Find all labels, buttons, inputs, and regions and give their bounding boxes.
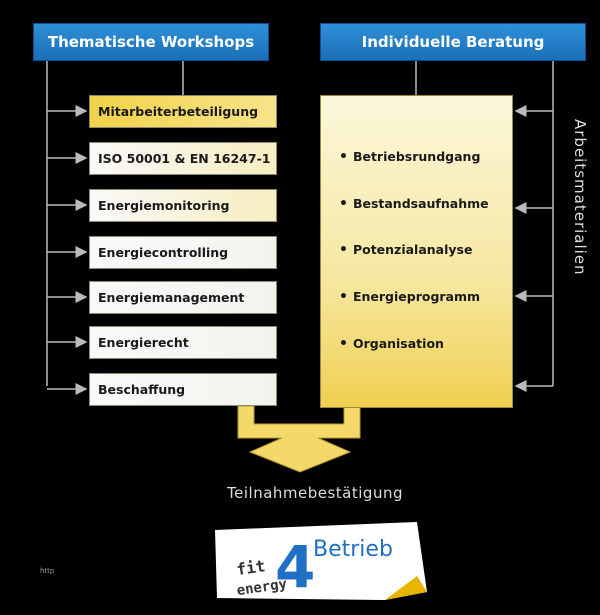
- workshop-item: Mitarbeiterbeteiligung: [89, 95, 277, 128]
- logo-number: 4: [275, 533, 315, 601]
- beratung-feed-line: [510, 56, 554, 386]
- logo-fit: fit: [235, 556, 266, 579]
- workshop-item: Energiecontrolling: [89, 236, 277, 269]
- beratung-box: • Betriebsrundgang • Bestandsaufnahme • Poten…: [320, 95, 513, 408]
- merge-funnel: [237, 405, 361, 473]
- beratung-item-label: Betriebsrundgang: [352, 149, 481, 164]
- beratung-arrows: [514, 105, 553, 392]
- beratung-item-label: Potenzialanalyse: [352, 242, 473, 257]
- side-label-text: Arbeitsmaterialien: [571, 119, 589, 276]
- header-beratung: Individuelle Beratung: [320, 23, 586, 61]
- logo-betrieb: Betrieb: [313, 537, 393, 562]
- arbeitsmaterialien-label: Arbeitsmaterialien: [565, 95, 595, 300]
- beratung-item-label: Bestandsaufnahme: [352, 196, 489, 211]
- bullet-icon: •: [339, 149, 348, 165]
- logo-energy: energy: [236, 576, 289, 599]
- beratung-item-label: Organisation: [352, 336, 444, 351]
- beratung-item: • Betriebsrundgang: [339, 149, 480, 165]
- workshop-item: Beschaffung: [89, 373, 277, 406]
- header-workshops: Thematische Workshops: [33, 23, 269, 61]
- beratung-item: • Bestandsaufnahme: [339, 196, 489, 212]
- workshop-item: Energiemonitoring: [89, 189, 277, 222]
- bullet-icon: •: [339, 196, 348, 212]
- bullet-icon: •: [339, 336, 348, 352]
- bullet-icon: •: [339, 289, 348, 305]
- beratung-item: • Organisation: [339, 336, 444, 352]
- fit4betrieb-logo: fit energy 4 Betrieb: [215, 522, 427, 601]
- footnote: http: [40, 567, 55, 575]
- bullet-icon: •: [339, 242, 348, 258]
- beratung-item: • Energieprogramm: [339, 289, 480, 305]
- workshop-item: Energierecht: [89, 326, 277, 359]
- beratung-item: • Potenzialanalyse: [339, 242, 472, 258]
- workshop-arrows: [47, 105, 88, 395]
- teilnahmebestaetigung-label: Teilnahmebestätigung: [227, 484, 403, 502]
- beratung-item-label: Energieprogramm: [352, 289, 481, 304]
- workshops-feed-line: [46, 56, 90, 386]
- workshop-item: ISO 50001 & EN 16247-1: [89, 142, 277, 175]
- workshop-item: Energiemanagement: [89, 281, 277, 314]
- logo-text: fit energy 4 Betrieb: [235, 533, 393, 601]
